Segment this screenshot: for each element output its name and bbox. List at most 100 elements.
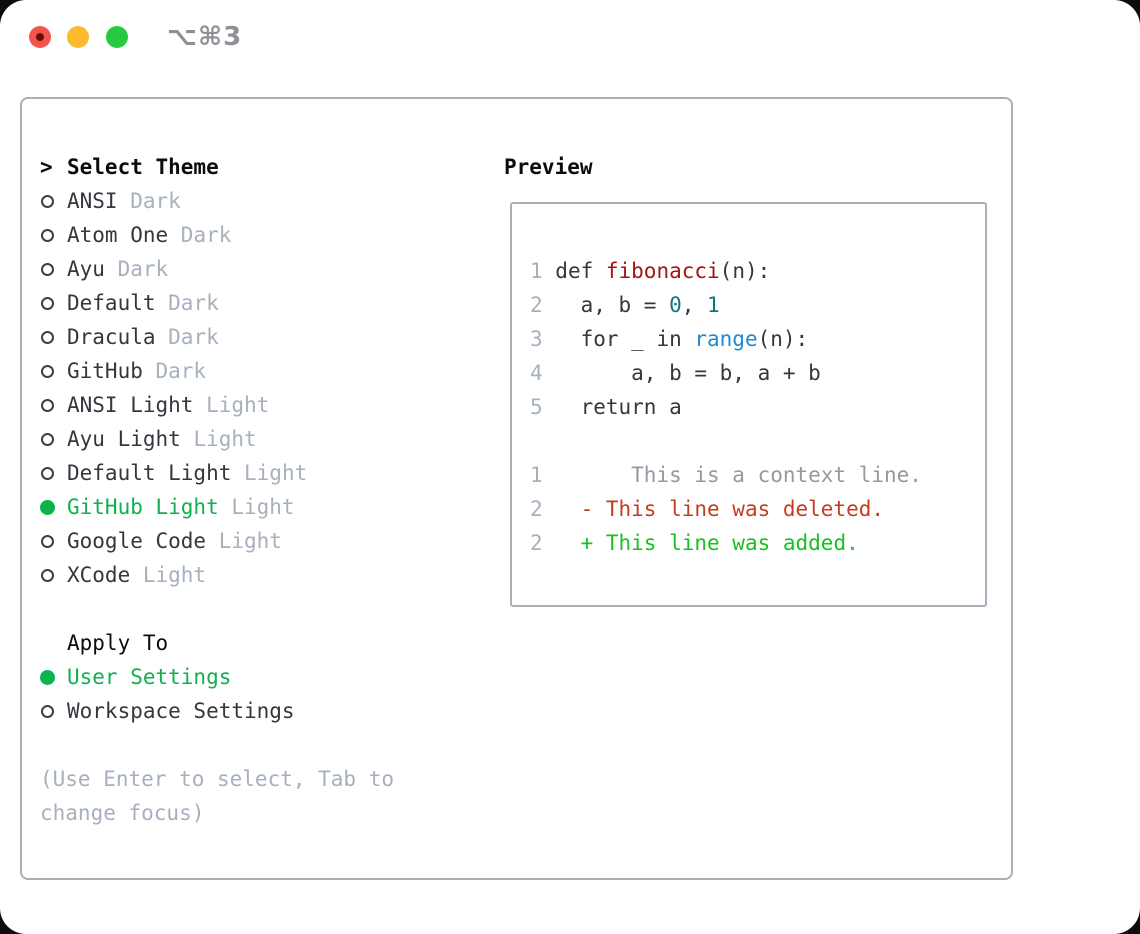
code-segment: + This line was added. (580, 531, 859, 555)
radio-unselected-icon (40, 320, 67, 354)
theme-variant-label: Dark (104, 257, 169, 281)
line-number: 2 (530, 497, 543, 521)
theme-option-default[interactable]: Default Dark (40, 286, 502, 320)
diff-line: 2 - This line was deleted. (530, 492, 985, 526)
theme-option-ansi[interactable]: ANSI Dark (40, 184, 502, 218)
minimize-button[interactable] (67, 26, 89, 48)
preview-title: Preview (504, 155, 593, 179)
theme-list-title: Select Theme (67, 155, 219, 179)
line-number: 5 (530, 395, 543, 419)
diff-line: 1 This is a context line. (530, 458, 985, 492)
theme-option-ayu[interactable]: Ayu Dark (40, 252, 502, 286)
radio-unselected-icon (40, 694, 67, 728)
radio-unselected-icon (40, 456, 67, 490)
radio-unselected-icon (40, 524, 67, 558)
radio-unselected-icon (40, 252, 67, 286)
radio-unselected-icon (40, 558, 67, 592)
theme-variant-label: Light (193, 393, 270, 417)
theme-option-ansi-light[interactable]: ANSI Light Light (40, 388, 502, 422)
theme-variant-label: Dark (142, 359, 207, 383)
code-segment: This is a context line. (555, 463, 922, 487)
theme-option-github[interactable]: GitHub Dark (40, 354, 502, 388)
code-segment: a, b = b, a + b (555, 361, 821, 385)
theme-option-google-code[interactable]: Google Code Light (40, 524, 502, 558)
theme-variant-label: Light (206, 529, 282, 553)
option-label: Workspace Settings (67, 699, 295, 723)
radio-unselected-icon (40, 286, 67, 320)
code-segment: for _ in (555, 327, 695, 351)
option-label: User Settings (67, 665, 232, 689)
apply-to-title: Apply To (67, 631, 169, 655)
theme-variant-label: Light (180, 427, 257, 451)
option-label: Atom One (67, 223, 169, 247)
code-segment: range (694, 327, 758, 351)
apply-option-workspace-settings[interactable]: Workspace Settings (40, 694, 502, 728)
hint-text-line2: change focus) (40, 801, 205, 825)
radio-unselected-icon (40, 388, 67, 422)
code-segment: 1 (707, 293, 720, 317)
code-segment: (n): (757, 327, 809, 351)
code-segment: return a (555, 395, 682, 419)
code-segment: (n): (719, 259, 771, 283)
radio-unselected-icon (40, 354, 67, 388)
option-label: Ayu Light (67, 427, 181, 451)
close-button[interactable] (29, 26, 51, 48)
radio-unselected-icon (40, 218, 67, 252)
code-segment: 0 (669, 293, 682, 317)
option-label: XCode (67, 563, 131, 587)
code-segment: , (681, 293, 708, 317)
option-label: GitHub (67, 359, 143, 383)
window-title: ⌥⌘3 (167, 22, 243, 52)
marker-placeholder (40, 626, 67, 660)
code-line: 2 a, b = 0, 1 (530, 288, 985, 322)
option-label: Default Light (67, 461, 232, 485)
code-line: 4 a, b = b, a + b (530, 356, 985, 390)
code-segment (555, 492, 580, 526)
option-label: Dracula (67, 325, 156, 349)
theme-variant-label: Dark (168, 223, 232, 247)
line-number: 1 (530, 259, 543, 283)
option-label: ANSI Light (67, 393, 194, 417)
theme-variant-label: Dark (155, 291, 219, 315)
spacer (40, 728, 502, 762)
theme-variant-label: Dark (155, 325, 219, 349)
theme-variant-label: Light (218, 495, 295, 519)
code-line: 3 for _ in range(n): (530, 322, 985, 356)
code-segment: def (555, 259, 606, 283)
code-segment: fibonacci (605, 259, 720, 283)
theme-option-default-light[interactable]: Default Light Light (40, 456, 502, 490)
zoom-button[interactable] (106, 26, 128, 48)
prompt-icon: > (40, 155, 53, 179)
titlebar: ⌥⌘3 (0, 0, 1140, 74)
theme-option-ayu-light[interactable]: Ayu Light Light (40, 422, 502, 456)
theme-option-xcode[interactable]: XCode Light (40, 558, 502, 592)
diff-block: 1 This is a context line.2 - This line w… (530, 458, 985, 560)
theme-option-atom-one[interactable]: Atom One Dark (40, 218, 502, 252)
option-label: GitHub Light (67, 495, 219, 519)
apply-option-user-settings[interactable]: User Settings (40, 660, 502, 694)
option-label: ANSI (67, 189, 118, 213)
theme-option-github-light[interactable]: GitHub Light Light (40, 490, 502, 524)
code-segment: - This line was deleted. (580, 497, 885, 521)
option-label: Google Code (67, 529, 207, 553)
hint-text-line1: (Use Enter to select, Tab to (40, 767, 395, 791)
radio-selected-icon (40, 660, 67, 694)
option-label: Default (67, 291, 156, 315)
option-label: Ayu (67, 257, 105, 281)
code-line: 1 def fibonacci(n): (530, 254, 985, 288)
line-number: 2 (530, 531, 543, 555)
line-number: 1 (530, 463, 543, 487)
diff-line: 2 + This line was added. (530, 526, 985, 560)
line-number: 4 (530, 361, 543, 385)
theme-variant-label: Light (130, 563, 207, 587)
theme-option-dracula[interactable]: Dracula Dark (40, 320, 502, 354)
spacer (40, 592, 502, 626)
theme-list-header: > Select Theme (40, 150, 502, 184)
